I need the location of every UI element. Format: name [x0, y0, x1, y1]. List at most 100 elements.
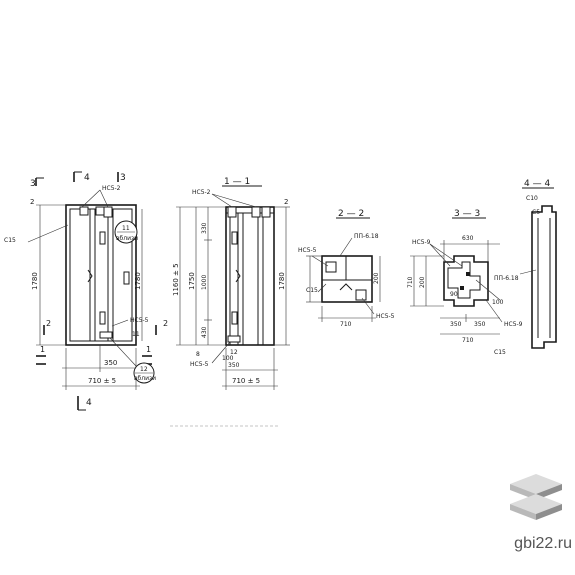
leader	[27, 224, 69, 243]
embed-plate	[79, 206, 89, 216]
arrow-mark	[87, 269, 93, 283]
insert	[227, 335, 241, 343]
leader	[317, 283, 327, 293]
dim-label: 1780	[31, 272, 39, 290]
section-title: 2 — 2	[338, 209, 364, 219]
dim-label: 12	[230, 349, 238, 356]
view-elevation: 3 4 3 1 1 2 2 4 1780 2 1780 350	[4, 171, 168, 411]
dim-label: 2	[284, 198, 288, 206]
mark-label: НС5-9	[504, 321, 523, 328]
leader	[211, 193, 233, 208]
dim-label: 350	[474, 321, 486, 328]
mark-label: НС5-2	[192, 189, 211, 196]
panel-outline	[225, 206, 275, 346]
leader	[211, 341, 231, 364]
dim-label: 710	[462, 337, 474, 344]
embed-plate	[261, 206, 271, 218]
mark-label: НС5-2	[102, 185, 121, 192]
section-title: 1 — 1	[224, 177, 250, 187]
section-outline	[443, 255, 489, 307]
dim-label: 350	[104, 359, 117, 367]
insert	[99, 331, 113, 339]
mark-label: С15	[494, 349, 506, 356]
dim-label: 350	[228, 362, 240, 369]
leader	[111, 319, 129, 327]
mark-label: ПП-6.18	[494, 275, 519, 282]
dim-label: 200	[419, 276, 426, 288]
section-label: 2	[163, 319, 168, 328]
dim-label: 710 ± 5	[88, 377, 116, 385]
leader	[311, 255, 329, 267]
callout-number: 12	[140, 366, 148, 373]
insert	[231, 311, 238, 325]
dim-label: 100	[222, 355, 234, 362]
leader	[109, 337, 137, 367]
mark-label: С5	[532, 209, 540, 216]
leader	[519, 269, 537, 275]
arrow-mark	[339, 283, 353, 291]
dim-label: 100	[492, 299, 504, 306]
dim-label: 710	[340, 321, 352, 328]
section-title: 4 — 4	[524, 179, 550, 189]
dim-label: 710	[407, 276, 414, 288]
view-section-4-4: 4 — 4 С10 ПП-6.18 С5	[494, 179, 557, 349]
insert	[99, 311, 106, 325]
callout-text: вблизи	[116, 235, 138, 242]
mark-label: НС5-5	[130, 317, 149, 324]
dim-label: 11	[132, 331, 140, 338]
view-section-2-2: 2 — 2 200 710 ПП-6.18 НС5-5 С15 НС5-5	[298, 209, 395, 328]
leader	[81, 189, 101, 208]
rebar-dot	[460, 286, 464, 290]
section-label: 1	[40, 345, 45, 354]
dim-label: 8	[196, 351, 200, 358]
dim-label: 1160 ± 5	[172, 263, 180, 296]
dim-label: 350	[450, 321, 462, 328]
section-label: 3	[30, 179, 36, 189]
dim-label: 1780	[134, 272, 142, 290]
insert	[123, 271, 130, 285]
dim-label: 1000	[201, 275, 208, 290]
site-url[interactable]: gbi22.ru	[514, 535, 572, 552]
leader	[211, 193, 257, 208]
section-outline	[321, 255, 373, 303]
dim-label: 710 ± 5	[232, 377, 260, 385]
leader	[361, 297, 375, 315]
insert	[325, 261, 337, 273]
gbi22-logo	[510, 474, 562, 520]
callout-text: вблизи	[134, 375, 156, 382]
leader	[475, 279, 501, 301]
arrow-mark	[235, 269, 241, 283]
mark-label: С15	[4, 237, 16, 244]
mark-label: НС5-9	[412, 239, 431, 246]
mark-label: НС5-5	[376, 313, 395, 320]
dim-label: 430	[201, 326, 208, 338]
view-section-1-1: 1 — 1 1160 ± 5 1750 330 1000 430 1780	[172, 177, 290, 390]
leader	[429, 243, 451, 267]
section-core	[447, 261, 481, 299]
section-outline	[531, 205, 557, 349]
leader	[429, 243, 463, 267]
mark-label: НС5-5	[190, 361, 209, 368]
mark-label: ПП-6.18	[354, 233, 379, 240]
logo-slab-side	[536, 484, 562, 500]
insert	[355, 289, 367, 301]
leader	[99, 189, 109, 208]
rebar-dot	[466, 272, 470, 276]
leader	[485, 299, 503, 323]
dim-label: 200	[373, 272, 380, 284]
section-label: 4	[86, 398, 92, 408]
section-label: 4	[84, 173, 90, 183]
dim-label: 630	[462, 235, 474, 242]
mark-label: НС5-5	[298, 247, 317, 254]
section-label: 2	[46, 319, 51, 328]
dim-label: 2	[30, 198, 34, 206]
insert	[231, 231, 238, 245]
section-label: 1	[146, 345, 151, 354]
leader	[339, 237, 353, 257]
embed-plate	[227, 206, 237, 218]
mark-label: С10	[526, 195, 538, 202]
section-label: 3	[120, 173, 126, 183]
panel-outline	[65, 204, 137, 346]
logo-slab-side	[510, 504, 536, 520]
